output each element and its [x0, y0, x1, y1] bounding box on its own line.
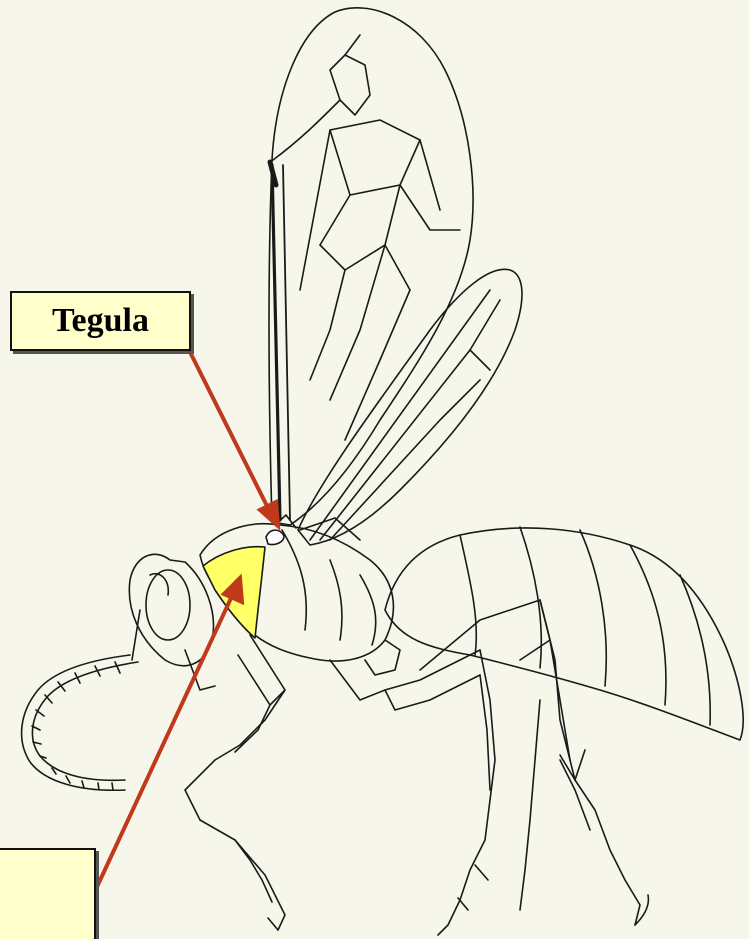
hind-leg: [420, 600, 648, 925]
tegula-label: Tegula: [12, 293, 189, 349]
tegula-sclerite: [266, 530, 284, 544]
front-leg: [185, 635, 285, 930]
tegula-arrow: [190, 352, 268, 508]
middle-leg: [330, 650, 495, 935]
tegula-label-box: Tegula: [10, 291, 191, 351]
antenna: [22, 610, 140, 790]
lower-label-box: [0, 848, 96, 939]
abdomen: [365, 527, 743, 740]
hindwing: [298, 269, 522, 545]
forewing: [269, 8, 473, 525]
head: [129, 554, 215, 690]
tegula-arrowhead: [260, 502, 278, 526]
